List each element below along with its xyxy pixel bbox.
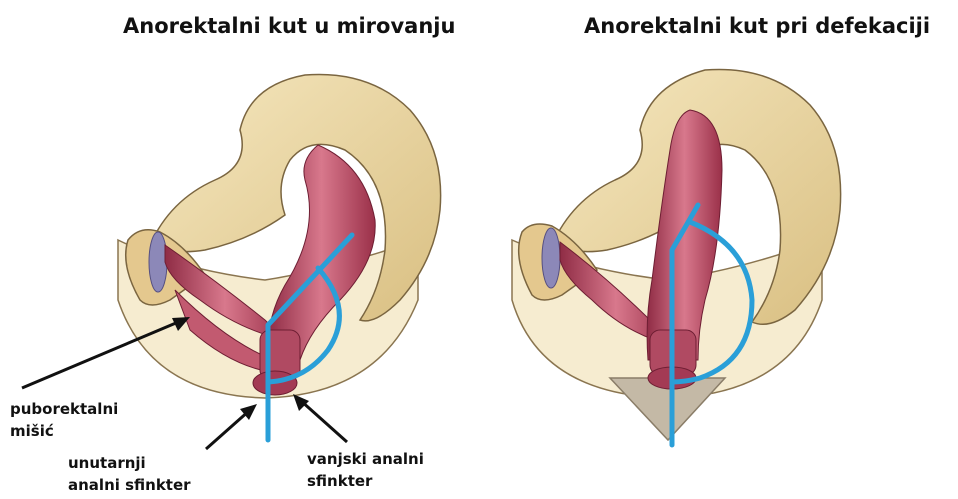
pubic-disc-left bbox=[149, 232, 167, 292]
defecation-illustration bbox=[512, 69, 841, 445]
arrow-external-sphincter bbox=[300, 400, 347, 442]
label-puborectalis: puborektalni mišić bbox=[10, 398, 118, 442]
label-puborectalis-line1: puborektalni bbox=[10, 398, 118, 420]
label-puborectalis-line2: mišić bbox=[10, 420, 118, 442]
label-external-sphincter-line1: vanjski analni bbox=[307, 448, 424, 470]
label-internal-sphincter: unutarnji analni sfinkter bbox=[68, 452, 191, 496]
title-rest: Anorektalni kut u mirovanju bbox=[123, 14, 455, 38]
label-external-sphincter-line2: sfinkter bbox=[307, 470, 424, 492]
label-external-sphincter: vanjski analni sfinkter bbox=[307, 448, 424, 492]
rest-illustration bbox=[118, 74, 441, 440]
arrow-internal-sphincter bbox=[206, 410, 250, 449]
label-internal-sphincter-line2: analni sfinkter bbox=[68, 474, 191, 496]
label-internal-sphincter-line1: unutarnji bbox=[68, 452, 191, 474]
pubic-disc-right bbox=[542, 228, 560, 288]
title-defecation: Anorektalni kut pri defekaciji bbox=[584, 14, 930, 38]
